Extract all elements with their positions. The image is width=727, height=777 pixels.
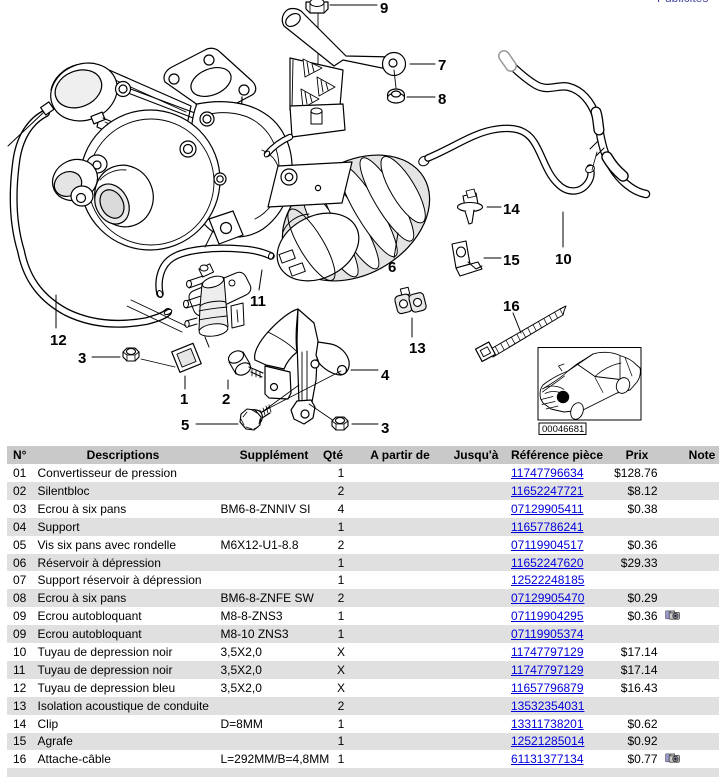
svg-text:8: 8 [438, 91, 446, 108]
svg-text:16: 16 [503, 298, 520, 315]
svg-text:3: 3 [381, 420, 389, 437]
svg-text:3: 3 [78, 350, 86, 367]
svg-text:15: 15 [503, 252, 520, 269]
svg-text:10: 10 [555, 251, 572, 268]
svg-text:1: 1 [180, 391, 188, 408]
svg-text:5: 5 [181, 417, 189, 434]
svg-text:11: 11 [250, 293, 266, 310]
svg-text:13: 13 [409, 340, 426, 357]
svg-text:9: 9 [380, 0, 388, 17]
svg-text:2: 2 [222, 391, 230, 408]
svg-text:7: 7 [438, 57, 446, 74]
svg-text:12: 12 [50, 332, 67, 349]
svg-text:4: 4 [381, 367, 390, 384]
svg-text:14: 14 [503, 201, 520, 218]
svg-text:00046681: 00046681 [542, 424, 584, 435]
svg-text:6: 6 [388, 259, 396, 276]
